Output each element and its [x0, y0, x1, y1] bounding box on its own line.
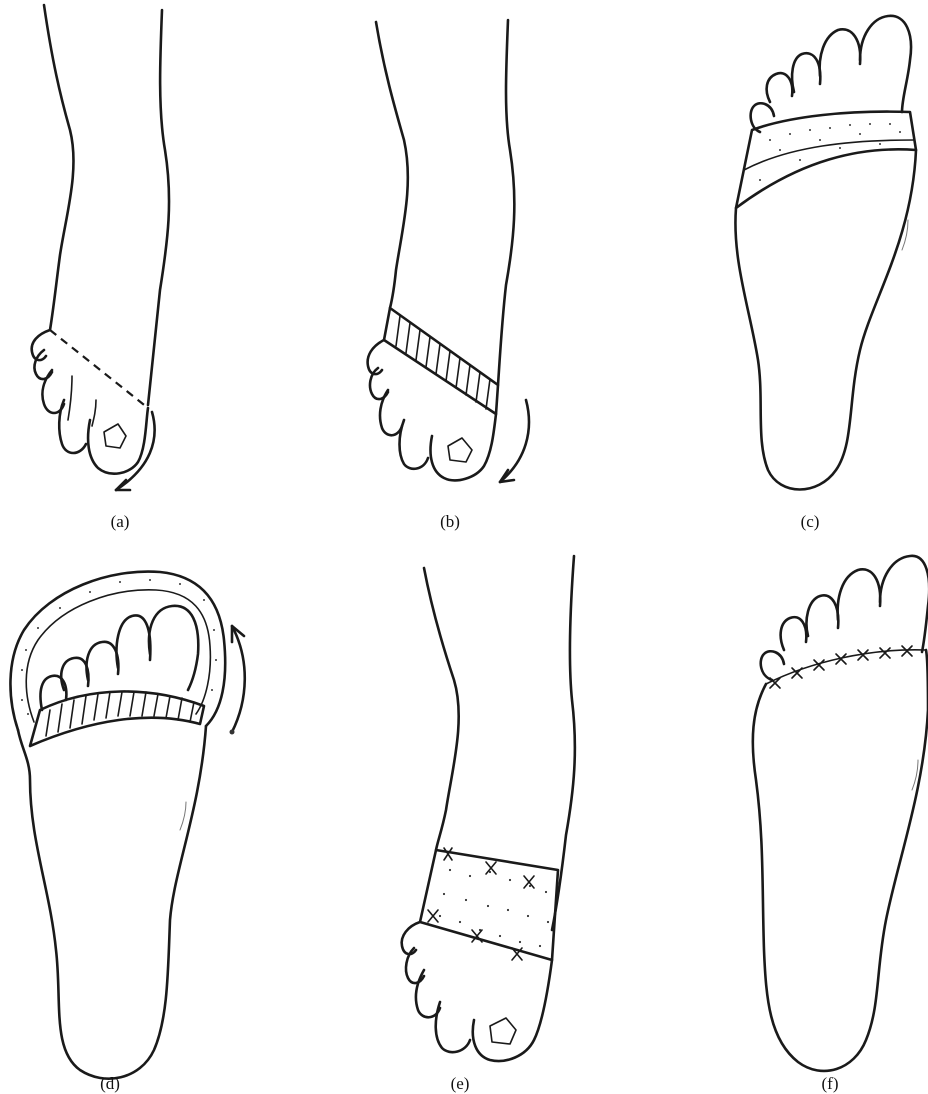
suture-marks-f [770, 646, 912, 688]
foot-plantar-drawing-f [640, 550, 928, 1090]
panel-label-c: (c) [780, 512, 840, 532]
panel-label-f: (f) [800, 1074, 860, 1094]
panel-c: (c) [640, 0, 928, 540]
panel-a: (a) [0, 0, 300, 540]
panel-label-b: (b) [420, 512, 480, 532]
dot-texture-e [439, 869, 549, 947]
foot-dorsal-drawing-b [320, 0, 620, 540]
panel-label-d: (d) [80, 1074, 140, 1094]
hatch-lines [396, 316, 490, 409]
dot-texture-c [759, 123, 901, 181]
foot-plantar-drawing-d [0, 550, 300, 1090]
suture-marks-e [428, 848, 534, 960]
panel-label-e: (e) [430, 1074, 490, 1094]
foot-dorsal-drawing-e [320, 550, 620, 1090]
panel-d: (d) [0, 550, 300, 1090]
panel-label-a: (a) [90, 512, 150, 532]
panel-f: (f) [640, 550, 928, 1090]
panel-e: (e) [320, 550, 620, 1090]
foot-dorsal-drawing-a [0, 0, 300, 540]
foot-plantar-drawing-c [640, 0, 928, 540]
panel-b: (b) [320, 0, 620, 540]
